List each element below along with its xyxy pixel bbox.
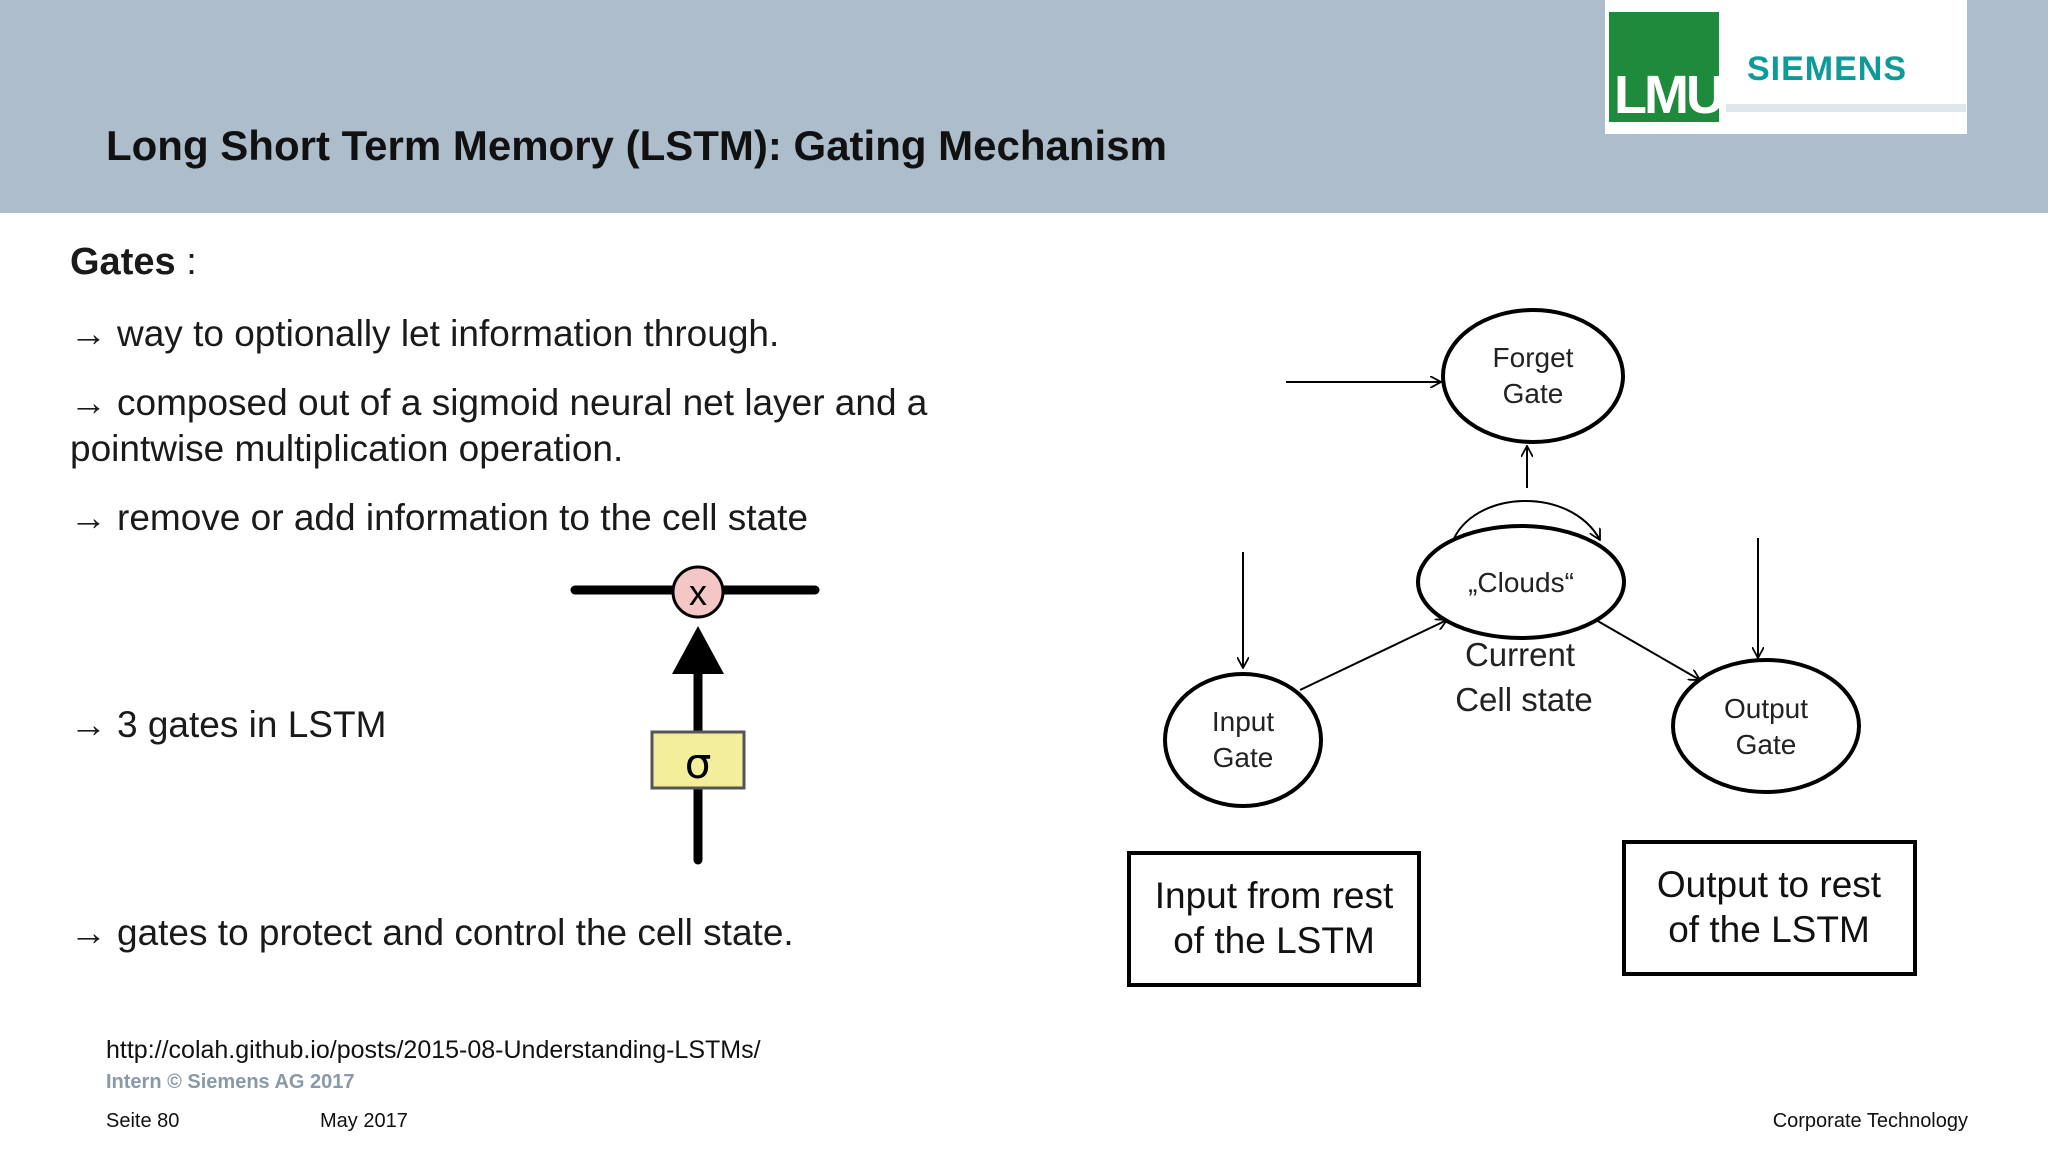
gate-arrowhead bbox=[672, 626, 724, 674]
sigmoid-gate-diagram: x σ bbox=[570, 565, 820, 865]
arrow-icon: → bbox=[70, 704, 107, 745]
cell-state-label-1: Current bbox=[1465, 636, 1575, 673]
bullet-5-text: gates to protect and control the cell st… bbox=[117, 912, 794, 953]
bullet-3: →remove or add information to the cell s… bbox=[70, 495, 808, 541]
slide-date: May 2017 bbox=[320, 1110, 408, 1132]
bullet-2: →composed out of a sigmoid neural net la… bbox=[70, 380, 927, 426]
output-gate-node bbox=[1671, 658, 1861, 794]
lstm-gates-diagram: Forget Gate „Clouds“ Current Cell state … bbox=[1127, 308, 1917, 987]
input-gate-label-2: Gate bbox=[1213, 742, 1274, 773]
gates-heading-text: Gates bbox=[70, 241, 176, 283]
input-to-clouds-arrow bbox=[1299, 620, 1447, 691]
page-number: Seite 80 bbox=[106, 1110, 180, 1132]
lmu-logo: LMU bbox=[1609, 12, 1725, 125]
slide-title: Long Short Term Memory (LSTM): Gating Me… bbox=[106, 122, 1167, 169]
bullet-2-text-line2: pointwise multiplication operation. bbox=[70, 428, 624, 469]
arrow-icon: → bbox=[70, 497, 107, 538]
forget-gate-label-1: Forget bbox=[1493, 342, 1574, 373]
sigmoid-layer bbox=[650, 730, 746, 790]
clouds-node bbox=[1416, 524, 1626, 640]
clouds-label: „Clouds“ bbox=[1468, 567, 1574, 598]
multiply-node bbox=[671, 565, 725, 619]
arrow-icon: → bbox=[70, 912, 107, 953]
logo-divider bbox=[1726, 104, 1966, 112]
cell-state-loop-arrow bbox=[1451, 499, 1600, 544]
input-from-rest-box bbox=[1127, 851, 1421, 987]
logo-divider-lower bbox=[1726, 116, 1966, 134]
bullet-4: →3 gates in LSTM bbox=[70, 702, 386, 748]
bullet-2-text: composed out of a sigmoid neural net lay… bbox=[117, 382, 928, 423]
output-box-label-2: of the LSTM bbox=[1668, 909, 1870, 950]
gates-heading-colon: : bbox=[186, 241, 197, 283]
input-gate-node bbox=[1163, 672, 1323, 808]
input-box-label-2: of the LSTM bbox=[1173, 920, 1375, 961]
forget-gate-node bbox=[1441, 308, 1625, 444]
bullet-1-text: way to optionally let information throug… bbox=[117, 313, 780, 354]
sigma-symbol: σ bbox=[685, 739, 712, 788]
corporate-label: Corporate Technology bbox=[1772, 1110, 1968, 1132]
input-gate-label-1: Input bbox=[1212, 706, 1274, 737]
bullet-3-text: remove or add information to the cell st… bbox=[117, 497, 809, 538]
lmu-logo-text: LMU bbox=[1614, 65, 1725, 125]
gates-heading: Gates : bbox=[70, 241, 197, 284]
arrow-icon: → bbox=[70, 382, 107, 423]
output-gate-label-2: Gate bbox=[1736, 729, 1797, 760]
output-box-label-1: Output to rest bbox=[1657, 864, 1882, 905]
forget-gate-label-2: Gate bbox=[1503, 378, 1564, 409]
input-box-label-1: Input from rest bbox=[1155, 875, 1394, 916]
bullet-5: →gates to protect and control the cell s… bbox=[70, 910, 794, 956]
arrow-icon: → bbox=[70, 313, 107, 354]
bullet-4-text: 3 gates in LSTM bbox=[117, 704, 387, 745]
multiply-symbol: x bbox=[689, 572, 707, 613]
source-url: http://colah.github.io/posts/2015-08-Und… bbox=[106, 1036, 761, 1064]
output-to-rest-box bbox=[1622, 840, 1917, 976]
cell-state-label-2: Cell state bbox=[1455, 681, 1593, 718]
intern-notice: Intern © Siemens AG 2017 bbox=[106, 1071, 355, 1093]
siemens-logo: SIEMENS bbox=[1747, 50, 1908, 88]
bullet-2-continued: pointwise multiplication operation. bbox=[70, 426, 623, 472]
bullet-1: →way to optionally let information throu… bbox=[70, 311, 779, 357]
output-gate-label-1: Output bbox=[1724, 693, 1808, 724]
clouds-to-output-arrow bbox=[1595, 619, 1700, 680]
